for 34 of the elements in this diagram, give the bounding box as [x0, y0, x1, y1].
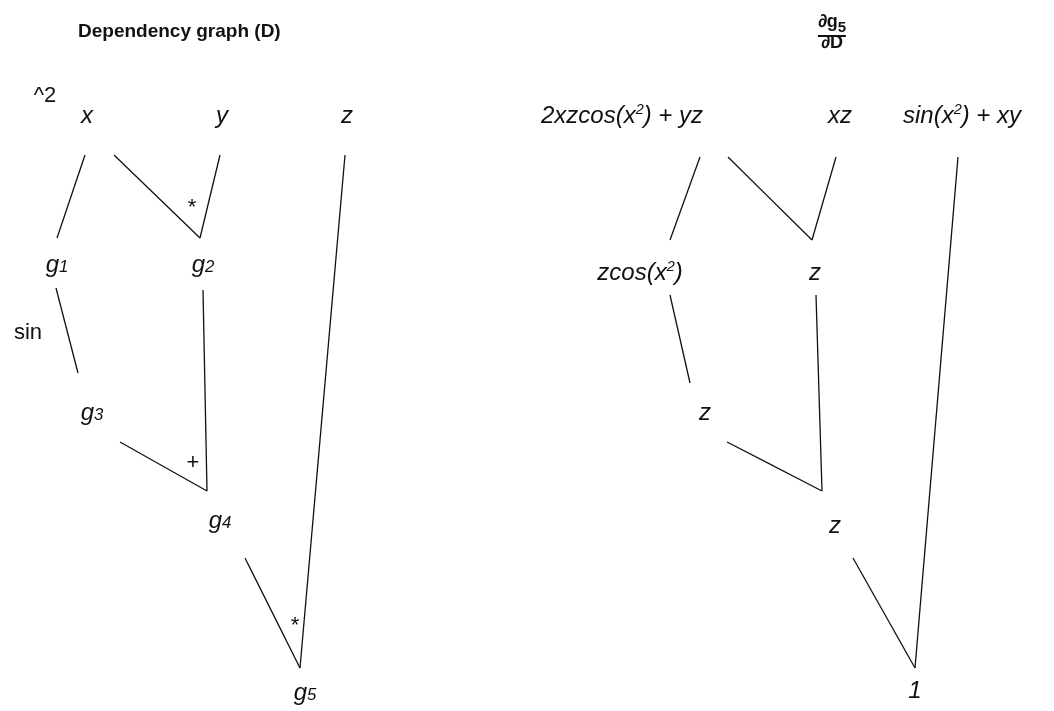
- edge-label: ^2: [33, 82, 57, 108]
- expression-label: z: [806, 256, 824, 288]
- connector-line: [811, 156, 837, 241]
- connector-line: [119, 441, 208, 492]
- variable-label: z: [338, 99, 356, 131]
- connector-line: [914, 156, 959, 669]
- connector-line: [726, 441, 823, 492]
- connector-line: [299, 154, 346, 669]
- edge-label: *: [290, 612, 300, 638]
- expression-label: z: [696, 396, 714, 428]
- diagram-title: Dependency graph (D): [78, 20, 281, 42]
- connector-line: [244, 557, 301, 669]
- connector-line: [669, 294, 691, 384]
- connector-line: [852, 557, 916, 669]
- connector-line: [202, 289, 208, 492]
- expression-label: 1: [905, 674, 925, 706]
- fraction-numerator: ∂g$_{5}$: [817, 12, 847, 37]
- connector-line: [199, 154, 221, 239]
- expression-label: sin(x$^{2}$) + xy: [900, 99, 1024, 131]
- connector-line: [727, 156, 813, 241]
- edge-label: sin: [13, 319, 43, 345]
- edge-label: *: [187, 194, 197, 220]
- variable-label: y: [213, 99, 231, 131]
- expression-label: 2xzcos(x$^{2}$) + yz: [538, 99, 706, 131]
- connector-line: [669, 156, 701, 241]
- connector-line: [113, 154, 201, 239]
- expression-label: zcos(x$^{2}$): [594, 256, 686, 288]
- variable-label: x: [78, 99, 96, 131]
- expression-label: z: [826, 509, 844, 541]
- connector-line: [55, 287, 79, 374]
- connector-line: [56, 154, 86, 239]
- edge-label: +: [186, 449, 200, 475]
- expression-label: xz: [825, 99, 855, 131]
- connector-line: [815, 294, 823, 492]
